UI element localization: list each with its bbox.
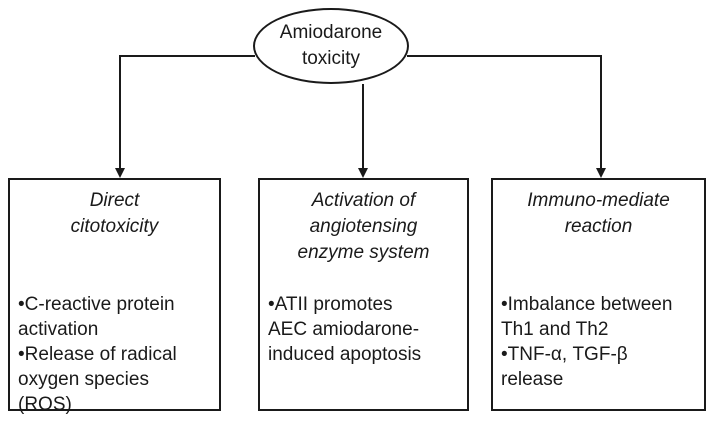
branch-item-line: •Release of radical (18, 344, 177, 365)
arrow-to-immuno-mediate-reaction (407, 55, 606, 178)
branch-item-line: release (501, 369, 564, 390)
branch-items: •C-reactive protein activation •Release … (18, 292, 215, 417)
branch-title-line: citotoxicity (70, 216, 159, 237)
branch-item-line: oxygen species (18, 369, 149, 390)
branch-item-line: •TNF-α, TGF-β (501, 344, 628, 365)
branch-box-immuno-mediate-reaction: Immuno-mediate reaction •Imbalance betwe… (491, 178, 706, 411)
branch-item-line: induced apoptosis (268, 344, 422, 365)
root-node-line-2: toxicity (301, 48, 361, 69)
branch-item: •TNF-α, TGF-β release (501, 342, 700, 392)
branch-title-line: reaction (564, 216, 633, 237)
arrow-to-direct-citotoxicity (115, 55, 255, 178)
branch-title-line: Direct (89, 190, 140, 211)
branch-item: •Imbalance between Th1 and Th2 (501, 292, 700, 342)
branch-item: •Release of radical oxygen species (ROS) (18, 342, 215, 417)
branch-items: •Imbalance between Th1 and Th2 •TNF-α, T… (501, 292, 700, 392)
branch-item-line: •C-reactive protein (18, 294, 175, 315)
branch-item-line: Th1 and Th2 (501, 319, 609, 340)
root-node-ellipse: Amiodarone toxicity (253, 8, 409, 84)
branch-title-line: Immuno-mediate (527, 190, 670, 211)
branch-item: •C-reactive protein activation (18, 292, 215, 342)
branch-title: Activation of angiotensing enzyme system (260, 188, 467, 266)
branch-title-line: enzyme system (297, 242, 430, 263)
branch-items: •ATII promotes AEC amiodarone- induced a… (268, 292, 463, 367)
branch-title-line: angiotensing (309, 216, 418, 237)
branch-item-line: AEC amiodarone- (268, 319, 420, 340)
branch-item-line: •ATII promotes (268, 294, 393, 315)
branch-item-line: activation (18, 319, 99, 340)
branch-box-direct-citotoxicity: Direct citotoxicity •C-reactive protein … (8, 178, 221, 415)
branch-title: Immuno-mediate reaction (493, 188, 704, 240)
branch-box-angiotensing-enzyme-system: Activation of angiotensing enzyme system… (258, 178, 469, 411)
root-node-line-1: Amiodarone (279, 22, 383, 43)
branch-title: Direct citotoxicity (10, 188, 219, 240)
branch-item-line: (ROS) (18, 394, 72, 415)
branch-item: •ATII promotes AEC amiodarone- induced a… (268, 292, 463, 367)
branch-title-line: Activation of (311, 190, 416, 211)
branch-item-line: •Imbalance between (501, 294, 673, 315)
